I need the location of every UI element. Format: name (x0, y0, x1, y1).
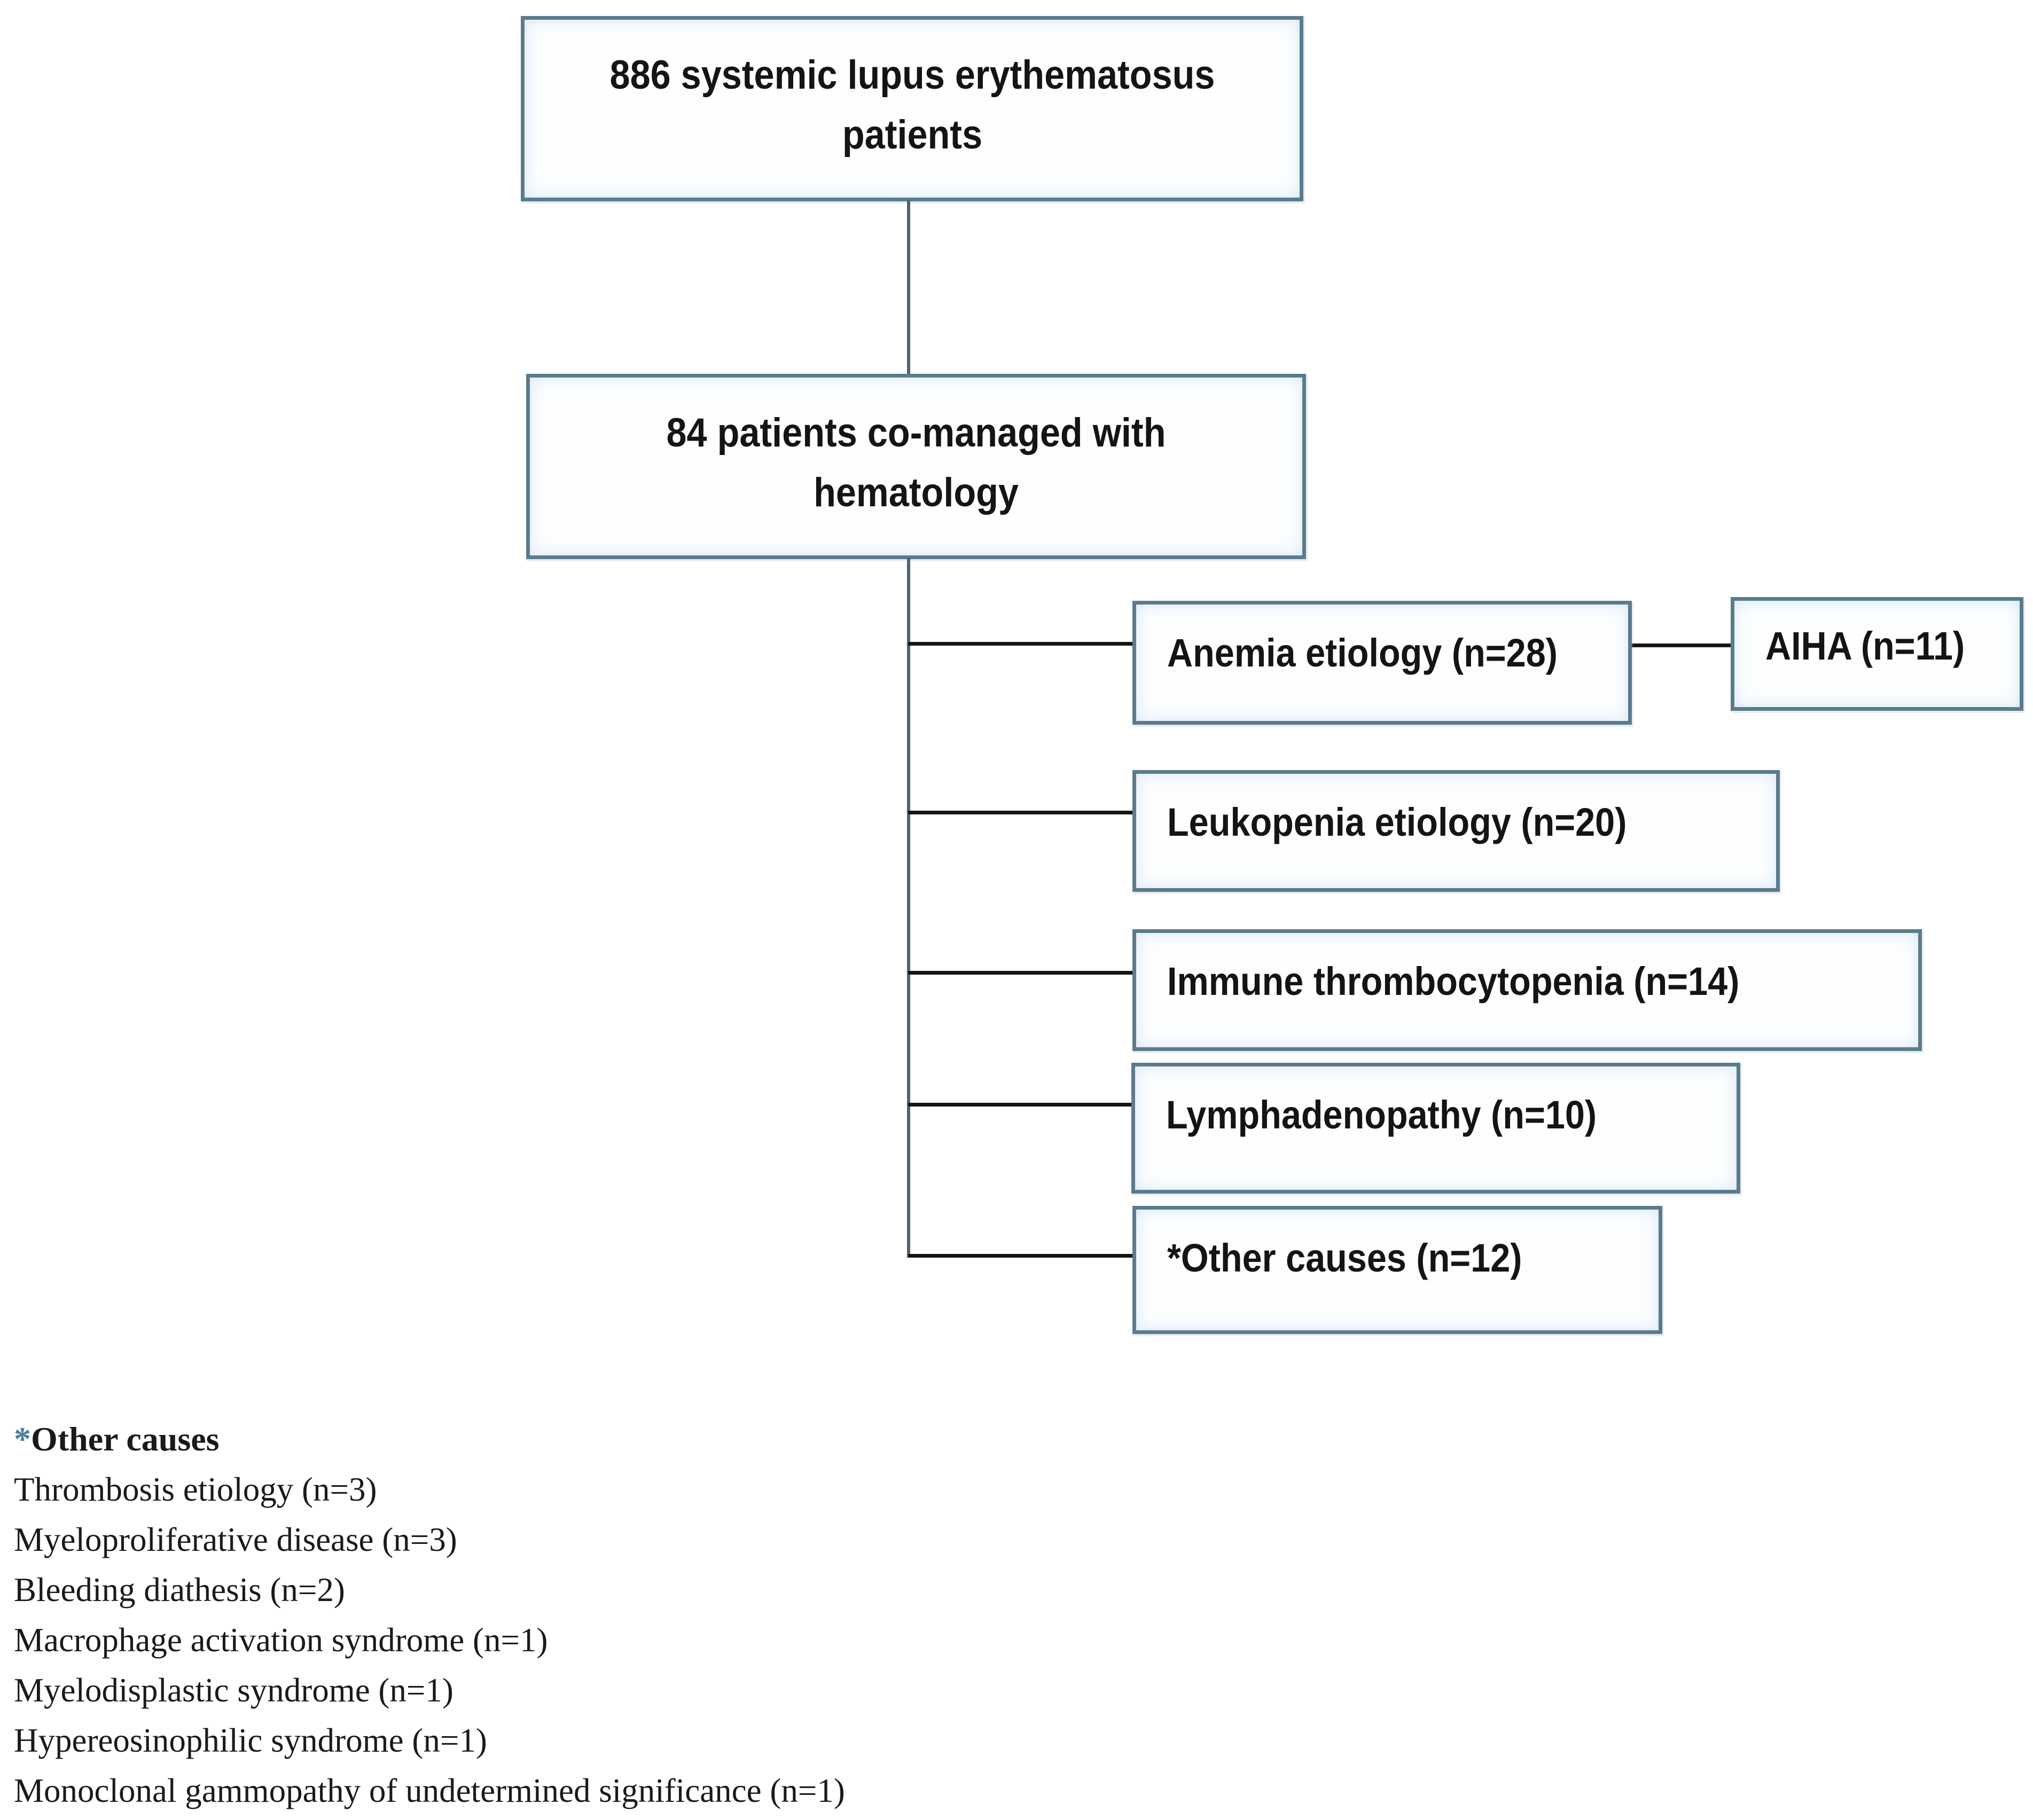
node-other-causes-label: *Other causes (n=12) (1167, 1236, 1522, 1280)
node-comanaged-label: 84 patients co-managed with hematology (666, 410, 1166, 515)
node-aiha-label: AIHA (n=11) (1765, 624, 1965, 668)
node-itp: Immune thrombocytopenia (n=14) (1132, 929, 1922, 1051)
node-lymphadenopathy: Lymphadenopathy (n=10) (1131, 1063, 1740, 1194)
node-aiha: AIHA (n=11) (1731, 597, 2023, 711)
footnote-item-thrombosis: Thrombosis etiology (n=3) (14, 1471, 377, 1508)
footnote-item-bleeding-diathesis: Bleeding diathesis (n=2) (14, 1571, 345, 1609)
connector-trunk (907, 558, 910, 1258)
footnote-item-macrophage-activation: Macrophage activation syndrome (n=1) (14, 1621, 548, 1659)
connector-branch-lymphadenopathy (908, 1103, 1132, 1107)
node-comanaged: 84 patients co-managed with hematology (526, 374, 1306, 559)
node-leukopenia: Leukopenia etiology (n=20) (1132, 770, 1780, 892)
node-other-causes: *Other causes (n=12) (1132, 1206, 1662, 1334)
footnote-item-hypereosinophilic: Hypereosinophilic syndrome (n=1) (14, 1722, 487, 1759)
node-itp-label: Immune thrombocytopenia (n=14) (1167, 959, 1740, 1003)
connector-root-to-comanaged (907, 200, 910, 375)
footnote-item-myelodisplastic: Myelodisplastic syndrome (n=1) (14, 1672, 453, 1709)
node-sle-patients: 886 systemic lupus erythematosus patient… (521, 16, 1303, 201)
footnote-item-monoclonal-gammopathy: Monoclonal gammopathy of undetermined si… (14, 1772, 845, 1809)
node-lymphadenopathy-label: Lymphadenopathy (n=10) (1166, 1093, 1597, 1137)
connector-branch-leukopenia (908, 811, 1133, 814)
node-sle-patients-label: 886 systemic lupus erythematosus patient… (609, 52, 1215, 158)
footnote-header-text: Other causes (31, 1420, 220, 1458)
footnote-item-myeloproliferative: Myeloproliferative disease (n=3) (14, 1521, 457, 1558)
node-anemia-label: Anemia etiology (n=28) (1167, 631, 1558, 675)
node-anemia: Anemia etiology (n=28) (1132, 601, 1632, 725)
connector-branch-itp (908, 971, 1133, 975)
connector-anemia-to-aiha (1630, 644, 1732, 647)
node-leukopenia-label: Leukopenia etiology (n=20) (1167, 800, 1627, 844)
connector-branch-other (908, 1254, 1133, 1258)
connector-branch-anemia (908, 642, 1133, 646)
footnote-asterisk: * (14, 1420, 31, 1458)
footnote-header: *Other causes (14, 1414, 845, 1464)
footnote: *Other causes Thrombosis etiology (n=3) … (14, 1414, 845, 1816)
